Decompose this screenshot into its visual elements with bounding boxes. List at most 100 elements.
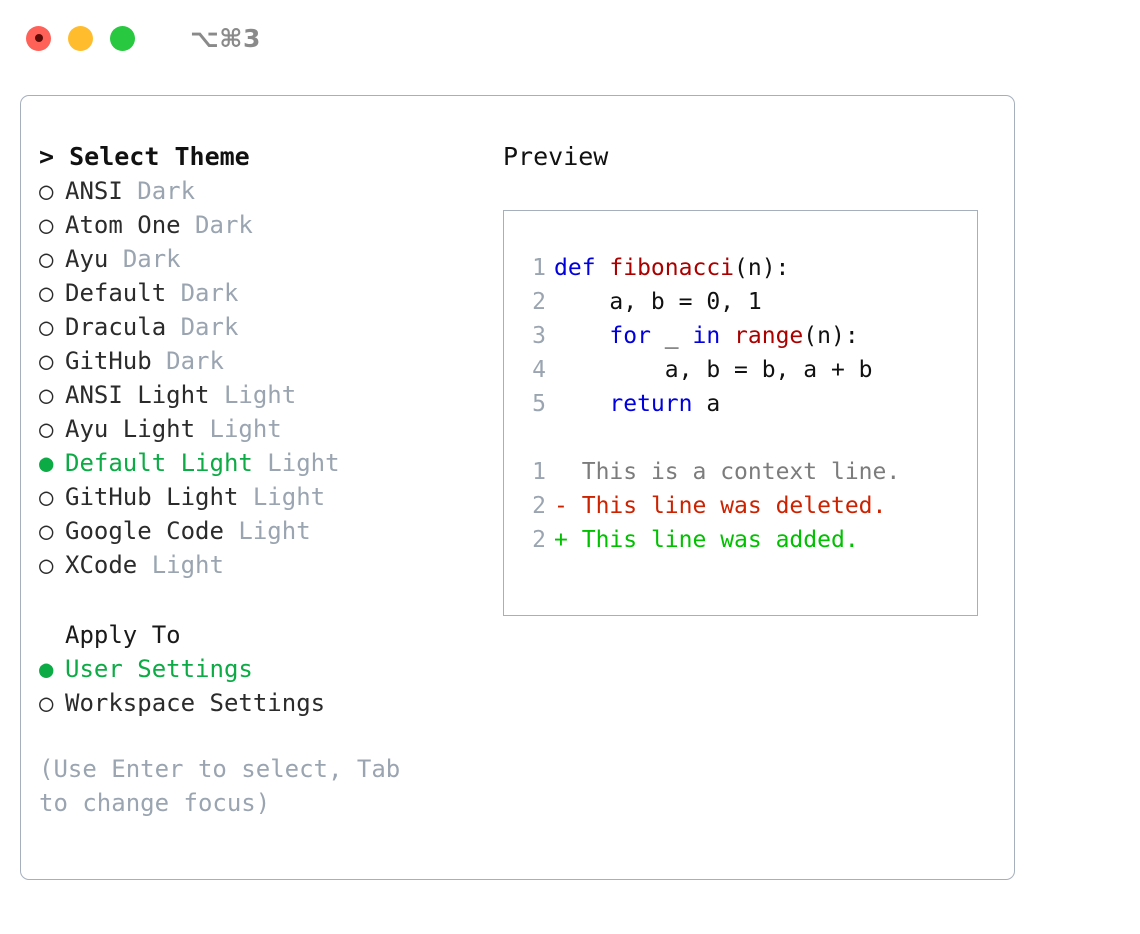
radio-selected-icon: ● <box>39 449 54 477</box>
theme-option[interactable]: ○ Default Dark <box>39 276 481 310</box>
diff-text: This line was added. <box>581 527 859 553</box>
theme-option[interactable]: ○Ayu Dark <box>39 242 481 276</box>
line-number: 2 <box>532 289 546 315</box>
diff-marker: - <box>554 493 568 519</box>
theme-option[interactable]: ○ XCode Light <box>39 548 481 582</box>
radio-unselected-icon: ○ <box>39 279 54 307</box>
diff-text: This is a context line. <box>581 459 901 485</box>
minimize-button[interactable] <box>68 25 93 51</box>
line-number: 2 <box>532 493 546 519</box>
apply-to-header-label: Apply To <box>65 621 181 649</box>
radio-unselected-icon: ○ <box>39 313 54 341</box>
label-space <box>152 347 166 375</box>
theme-option[interactable]: ○ Dracula Dark <box>39 310 481 344</box>
theme-option[interactable]: ○ANSI Dark <box>39 174 481 208</box>
theme-list: ○ANSI Dark○Atom One Dark○Ayu Dark○Defaul… <box>39 174 481 582</box>
radio-unselected-icon: ○ <box>39 381 54 409</box>
keyboard-shortcut-label: ⌥⌘3 <box>190 23 261 53</box>
line-number: 1 <box>532 459 546 485</box>
select-theme-header: > Select Theme <box>39 142 250 171</box>
code-line: 2 a, b = 0, 1 <box>504 285 977 319</box>
theme-variant-tag: Light <box>252 483 326 511</box>
theme-variant-tag: Light <box>267 449 340 477</box>
code-token: a, b = 0, 1 <box>554 289 762 315</box>
theme-option-label: GitHub <box>65 347 152 375</box>
diff-line: 2 + This line was added. <box>504 523 977 557</box>
label-space <box>123 177 137 205</box>
line-number: 3 <box>532 323 546 349</box>
code-token: for <box>609 323 651 349</box>
code-line: 5 return a <box>504 387 977 421</box>
radio-unselected-icon: ○ <box>39 483 54 511</box>
line-number: 2 <box>532 527 546 553</box>
theme-option[interactable]: ○Google Code Light <box>39 514 481 548</box>
code-token: a <box>692 391 721 417</box>
theme-option[interactable]: ○GitHub Light Light <box>39 480 481 514</box>
keyboard-hint: (Use Enter to select, Tab to change focu… <box>39 755 401 817</box>
theme-variant-tag: Light <box>223 381 297 409</box>
label-space <box>195 415 209 443</box>
diff-gap <box>568 493 582 519</box>
apply-to-option-label: Workspace Settings <box>65 689 326 717</box>
diff-line: 2- This line was deleted. <box>504 489 977 523</box>
line-number: 4 <box>532 357 546 383</box>
code-token: range <box>734 323 804 349</box>
code-token <box>554 323 609 349</box>
theme-option[interactable]: ●Default Light Light <box>39 446 481 480</box>
spacer <box>39 582 481 618</box>
code-token: a, b = b, a + b <box>554 357 873 383</box>
theme-variant-tag: Dark <box>122 245 181 273</box>
label-space <box>238 483 252 511</box>
radio-unselected-icon: ○ <box>39 551 54 579</box>
theme-variant-tag: Light <box>209 415 282 443</box>
radio-unselected-icon: ○ <box>39 211 54 239</box>
theme-variant-tag: Light <box>151 551 224 579</box>
diff-gap <box>568 459 582 485</box>
diff-sample: 1 This is a context line. 2- This line wa… <box>504 455 977 557</box>
theme-option-label: XCode <box>65 551 138 579</box>
label-space <box>224 517 238 545</box>
apply-to-option[interactable]: ●User Settings <box>39 652 481 686</box>
diff-marker: + <box>554 527 568 553</box>
radio-unselected-icon: ○ <box>39 177 54 205</box>
label-space <box>181 211 195 239</box>
apply-to-list: ●User Settings○Workspace Settings <box>39 652 481 720</box>
theme-variant-tag: Dark <box>180 279 239 307</box>
theme-option-label: Ayu <box>65 245 109 273</box>
code-line: 3 for _ in range(n): <box>504 319 977 353</box>
code-token: (n): <box>734 255 790 281</box>
preview-title: Preview <box>503 142 609 171</box>
close-button[interactable] <box>26 25 51 51</box>
theme-variant-tag: Light <box>238 517 311 545</box>
theme-option-label: Default <box>65 279 167 307</box>
theme-option[interactable]: ○ GitHub Dark <box>39 344 481 378</box>
code-line: 4 a, b = b, a + b <box>504 353 977 387</box>
theme-option[interactable]: ○Ayu Light Light <box>39 412 481 446</box>
label-space <box>166 313 180 341</box>
traffic-lights <box>26 25 135 51</box>
maximize-button[interactable] <box>110 25 135 51</box>
label-space <box>108 245 122 273</box>
theme-option-label: ANSI <box>65 177 123 205</box>
theme-option-label: Dracula <box>65 313 167 341</box>
code-token: _ <box>650 323 693 349</box>
radio-unselected-icon: ○ <box>39 347 54 375</box>
label-space <box>210 381 224 409</box>
theme-option[interactable]: ○ANSI Light Light <box>39 378 481 412</box>
label-space <box>166 279 180 307</box>
diff-gap <box>568 527 582 553</box>
theme-option-label: Ayu Light <box>65 415 196 443</box>
theme-variant-tag: Dark <box>166 347 224 375</box>
code-token: (n): <box>803 323 859 349</box>
theme-option[interactable]: ○Atom One Dark <box>39 208 481 242</box>
radio-selected-icon: ● <box>39 655 54 683</box>
apply-to-header: Apply To <box>39 618 481 652</box>
code-token <box>554 391 609 417</box>
diff-text: This line was deleted. <box>581 493 887 519</box>
apply-to-option[interactable]: ○Workspace Settings <box>39 686 481 720</box>
theme-variant-tag: Dark <box>180 313 239 341</box>
code-token: def <box>554 255 610 281</box>
